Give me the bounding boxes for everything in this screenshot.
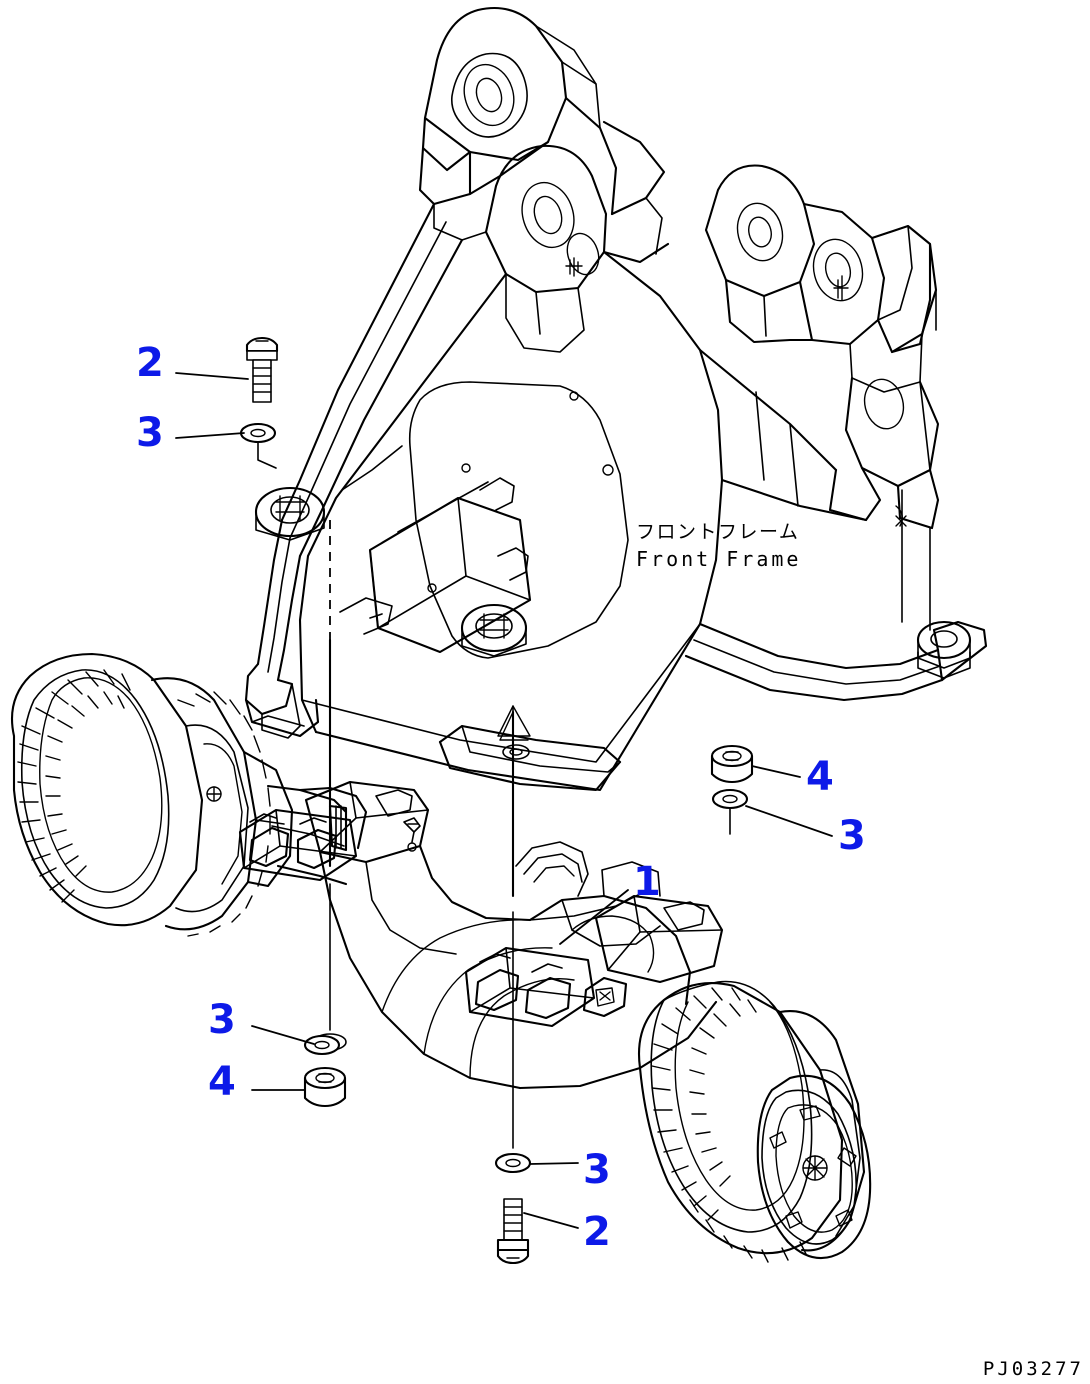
frame-right-pivot-lugs xyxy=(704,164,940,488)
nut-lower-left xyxy=(303,1066,347,1108)
front-frame-assembly xyxy=(244,6,988,792)
callout-2-upper-left[interactable]: 2 xyxy=(136,340,164,386)
frame-boss-mid-left xyxy=(460,603,528,657)
callout-3-upper-left[interactable]: 3 xyxy=(136,410,164,456)
axle-housing xyxy=(238,780,724,1090)
callout-1-front-axle[interactable]: 1 xyxy=(633,859,661,905)
frame-left-foot xyxy=(244,698,320,738)
frame-inner-window xyxy=(408,381,629,659)
front-axle-assembly xyxy=(10,652,872,1263)
washer-right xyxy=(711,788,749,835)
frame-face-mark xyxy=(565,257,583,277)
leader-lines xyxy=(175,372,833,1229)
callout-4-right[interactable]: 4 xyxy=(806,754,834,800)
callout-3-lower-left[interactable]: 3 xyxy=(208,997,236,1043)
frame-boss-upper-left xyxy=(254,486,326,541)
washer-lower-left xyxy=(303,1034,341,1056)
callout-3-right[interactable]: 3 xyxy=(838,813,866,859)
callout-4-lower-left[interactable]: 4 xyxy=(208,1059,236,1105)
frame-mounted-box xyxy=(339,391,614,654)
nut-right xyxy=(710,744,754,784)
callout-3-bottom[interactable]: 3 xyxy=(583,1147,611,1193)
frame-bottom-plate xyxy=(438,705,622,792)
bolt-bottom xyxy=(496,1198,530,1265)
front-frame-label-en: Front Frame xyxy=(636,547,802,571)
front-frame-label-jp: フロントフレーム xyxy=(636,521,800,543)
washer-bottom xyxy=(494,1152,532,1174)
right-wheel-hub xyxy=(638,980,872,1263)
callout-2-bottom[interactable]: 2 xyxy=(583,1209,611,1255)
drawing-number: PJ03277 xyxy=(982,1358,1084,1380)
bolt-upper-left xyxy=(245,336,279,403)
washer-upper-left xyxy=(239,422,277,469)
frame-right-outrigger xyxy=(684,489,988,702)
left-wheel-hub xyxy=(10,652,348,937)
frame-left-rail xyxy=(244,202,464,739)
frame-right-braces xyxy=(698,348,940,530)
frame-body-plate xyxy=(298,250,724,792)
frame-left-pivot-lugs xyxy=(418,6,670,353)
front-frame-label: フロントフレーム Front Frame xyxy=(636,519,801,573)
